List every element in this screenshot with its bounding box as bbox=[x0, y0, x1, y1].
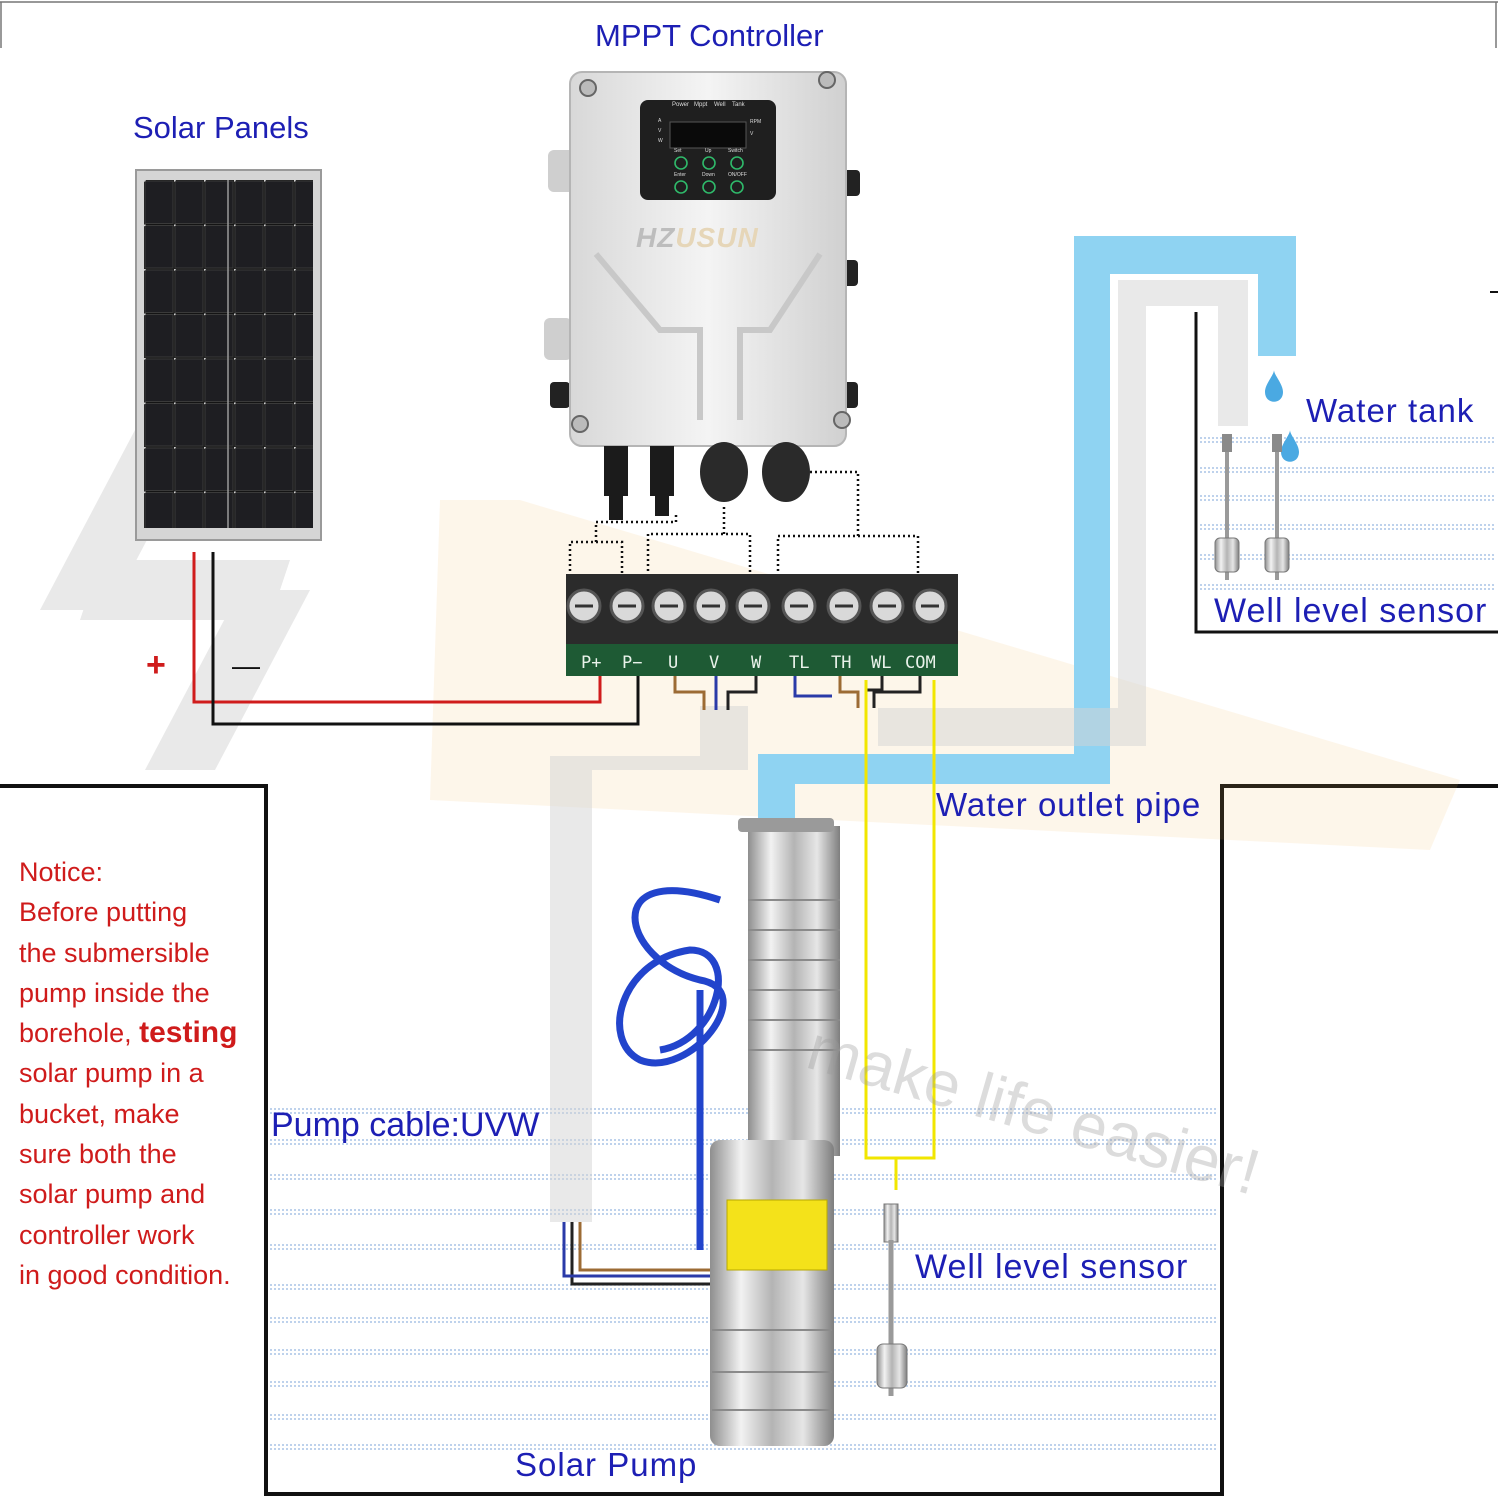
label-well-level-sensor-tank: Well level sensor bbox=[1214, 592, 1488, 630]
side-left-a: A bbox=[658, 118, 662, 124]
button-onoff-label: ON/OFF bbox=[728, 172, 747, 178]
terminal-com: COM bbox=[905, 653, 936, 673]
notice-emphasis-testing: testing bbox=[139, 1016, 238, 1050]
notice-line-2: Before putting bbox=[19, 897, 188, 928]
mppt-controller bbox=[544, 71, 860, 520]
label-mppt-controller: MPPT Controller bbox=[595, 18, 824, 53]
indicator-well: Well bbox=[714, 102, 726, 108]
notice-line-1: Notice: bbox=[19, 857, 104, 887]
well-float-sensor bbox=[876, 1203, 908, 1396]
indicator-tank: Tank bbox=[732, 102, 745, 108]
water-outlet-pipe bbox=[758, 236, 1299, 822]
controller-side-left: A V W bbox=[658, 116, 663, 146]
side-right-v: V bbox=[750, 131, 754, 137]
button-set-label: Set bbox=[674, 148, 682, 154]
side-left-v: V bbox=[658, 128, 662, 134]
submersible-pump bbox=[616, 818, 840, 1446]
notice-line-5-pre: borehole, bbox=[19, 1018, 140, 1049]
label-well-level-sensor-well: Well level sensor bbox=[915, 1248, 1189, 1286]
borehole-outline bbox=[0, 784, 1498, 1496]
notice-line-10: controller work bbox=[19, 1219, 195, 1250]
dotted-connections bbox=[568, 470, 920, 576]
label-plus: + bbox=[146, 646, 166, 684]
controller-brand-left: HZ bbox=[636, 222, 676, 253]
terminal-v: V bbox=[709, 653, 720, 673]
terminal-p-minus: P− bbox=[622, 653, 643, 673]
indicator-mppt: Mppt bbox=[694, 102, 708, 108]
terminal-w: W bbox=[751, 653, 762, 673]
notice-line-7: bucket, make bbox=[19, 1098, 180, 1129]
button-down-label: Down bbox=[702, 172, 715, 178]
solar-panel bbox=[135, 169, 322, 541]
panel-wires bbox=[192, 552, 640, 726]
terminal-wl: WL bbox=[871, 653, 892, 673]
label-water-tank: Water tank bbox=[1306, 392, 1475, 429]
terminal-tl: TL bbox=[789, 653, 810, 673]
notice-line-11: in good condition. bbox=[19, 1259, 231, 1290]
controller-side-right: RPM V bbox=[750, 116, 761, 140]
indicator-power: Power bbox=[672, 102, 690, 108]
top-frame bbox=[0, 1, 1498, 48]
notice-line-8: sure both the bbox=[19, 1139, 177, 1170]
cable-conduit bbox=[550, 280, 1248, 1222]
sensor-signal-wires bbox=[793, 676, 922, 708]
terminal-th: TH bbox=[831, 653, 852, 673]
notice-line-9: solar pump and bbox=[19, 1179, 206, 1210]
well-sensor-wires bbox=[864, 680, 936, 1190]
notice-line-6: solar pump in a bbox=[19, 1058, 204, 1089]
button-switch-label: Switch bbox=[728, 148, 743, 154]
side-left-w: W bbox=[658, 138, 663, 144]
label-pump-cable: Pump cable:UVW bbox=[271, 1106, 540, 1144]
notice-line-5: borehole, testing bbox=[19, 1013, 259, 1053]
button-enter-label: Enter bbox=[674, 172, 686, 178]
terminal-p-plus: P+ bbox=[581, 653, 602, 673]
label-water-outlet-pipe: Water outlet pipe bbox=[936, 786, 1202, 823]
label-solar-pump: Solar Pump bbox=[515, 1446, 698, 1483]
tank-float-sensors bbox=[1214, 434, 1290, 580]
notice-line-4: pump inside the bbox=[19, 977, 210, 1008]
side-right-rpm: RPM bbox=[750, 119, 762, 125]
button-up-label: Up bbox=[705, 148, 712, 154]
terminal-block bbox=[566, 574, 958, 676]
controller-brand: HZUSUN bbox=[636, 222, 759, 254]
controller-brand-right: USUN bbox=[675, 222, 759, 253]
label-solar-panels: Solar Panels bbox=[133, 110, 309, 145]
terminal-u: U bbox=[668, 653, 679, 673]
label-minus: — bbox=[232, 650, 260, 681]
notice-line-3: the submersible bbox=[19, 937, 210, 968]
notice-text: Notice: Before putting the submersible p… bbox=[19, 852, 259, 1295]
pump-cable-wires bbox=[562, 676, 758, 1286]
water-tank bbox=[1194, 291, 1498, 634]
